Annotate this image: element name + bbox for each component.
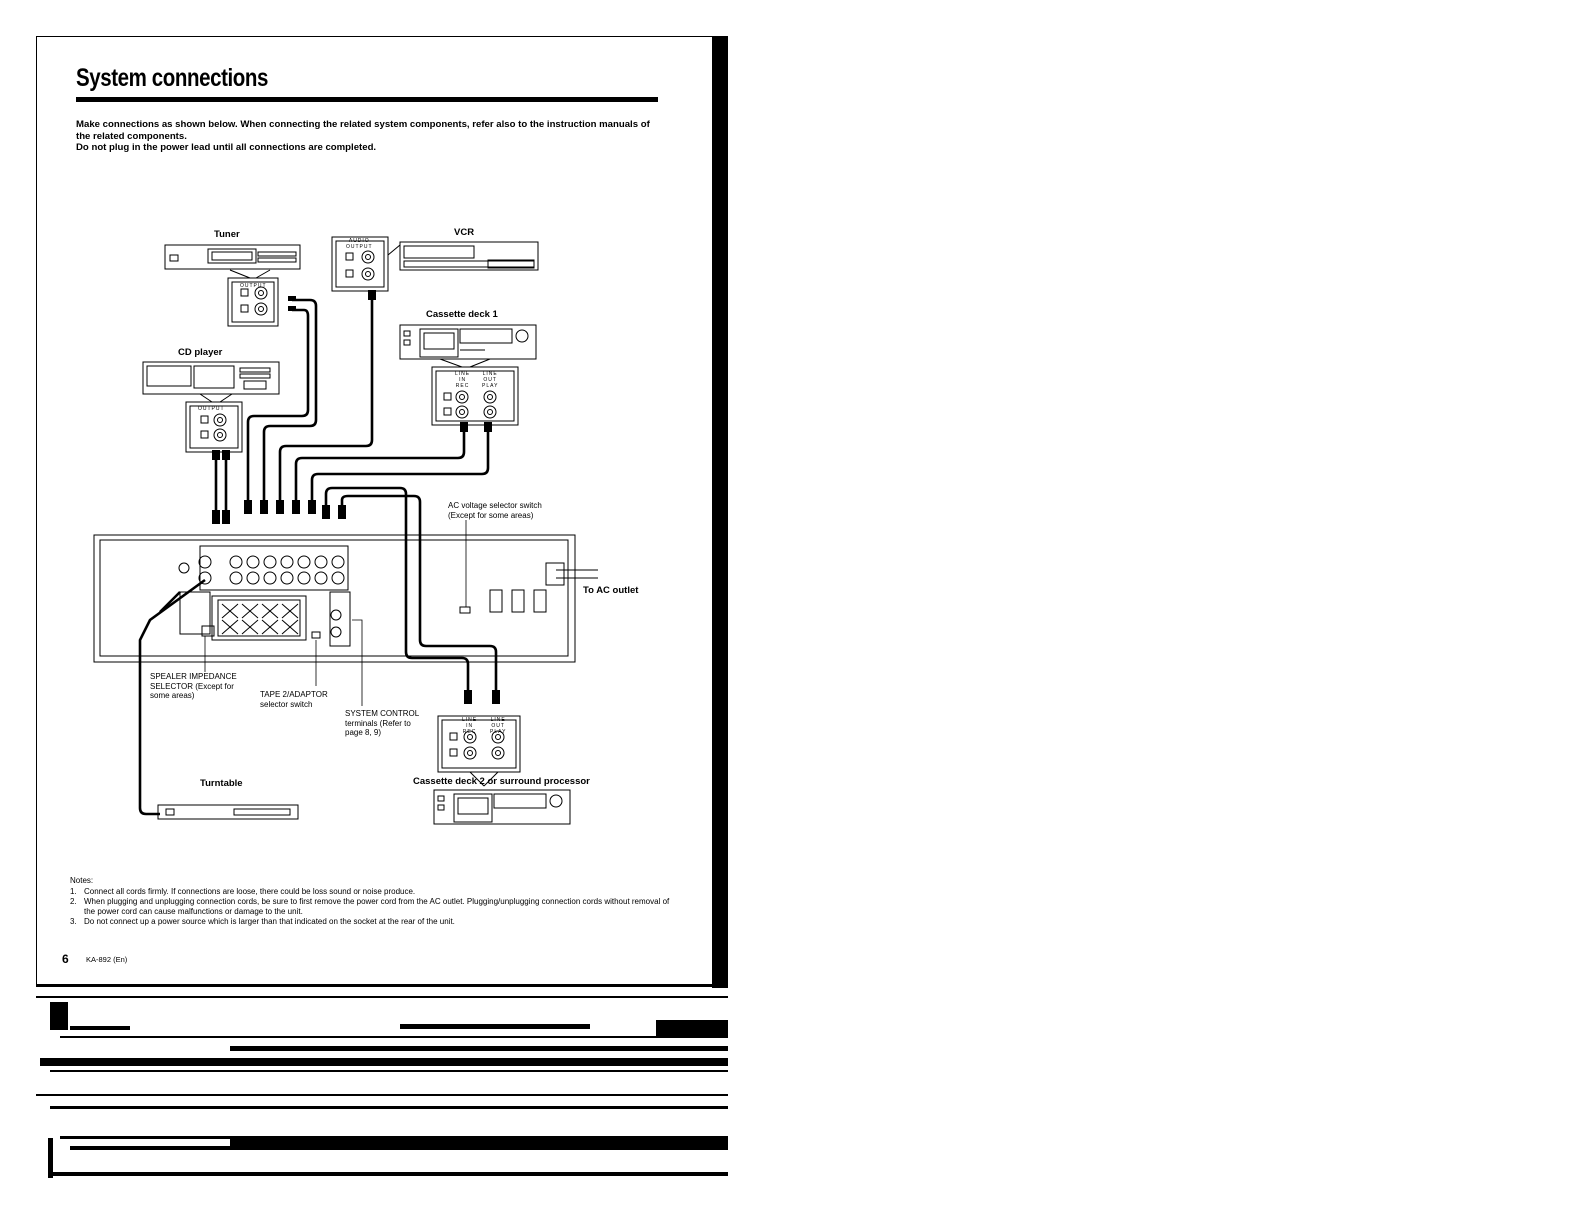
amplifier-rear-panel: [93, 534, 576, 663]
plugs: [212, 290, 500, 704]
connection-cables: [138, 298, 498, 816]
note-item: 1. Connect all cords firmly. If connecti…: [70, 887, 670, 897]
power-cord: [556, 569, 598, 579]
tuner-label: Tuner: [214, 229, 240, 240]
cassette-1-line-out-text: LINE OUT PLAY: [482, 371, 499, 389]
note-item: 2. When plugging and unplugging connecti…: [70, 897, 670, 917]
tuner-output-panel: [227, 269, 279, 327]
amp-input-jacks: [178, 555, 345, 585]
tape2-adaptor-callout: TAPE 2/ADAPTOR selector switch: [260, 690, 328, 709]
callout-leaders: [204, 520, 467, 706]
cassette-deck-2-label: Cassette deck 2 or surround processor: [413, 776, 590, 787]
intro-line-1: Make connections as shown below. When co…: [76, 119, 650, 142]
intro-text: Make connections as shown below. When co…: [76, 119, 666, 154]
cassette-deck-1-line-panel: [431, 358, 519, 426]
note-text: When plugging and unplugging connection …: [84, 897, 670, 916]
intro-line-2: Do not plug in the power lead until all …: [76, 142, 377, 153]
turntable-unit: [157, 804, 299, 820]
note-number: 2.: [70, 897, 77, 906]
cassette-2-line-in-text: LINE IN REC: [462, 717, 478, 735]
speaker-selector-callout: SPEALER IMPEDANCE SELECTOR (Except for s…: [150, 672, 237, 700]
vcr-unit: [399, 241, 539, 271]
note-number: 1.: [70, 887, 77, 896]
system-control-callout: SYSTEM CONTROL terminals (Refer to page …: [345, 709, 420, 737]
page-title: System connections: [76, 64, 268, 92]
note-number: 3.: [70, 917, 77, 926]
cd-player-label: CD player: [178, 347, 223, 358]
model-code: KA-892 (En): [86, 955, 128, 964]
notes-heading: Notes:: [70, 876, 94, 885]
cd-output-text: OUTPUT: [198, 406, 225, 412]
cassette-deck-1-unit: [399, 324, 537, 360]
to-ac-outlet-label: To AC outlet: [583, 585, 639, 596]
speaker-terminals: [221, 603, 299, 635]
cassette-deck-2-unit: [433, 789, 571, 825]
cd-output-panel: [185, 393, 243, 453]
page-edge-bar: [712, 36, 728, 988]
note-text: Connect all cords firmly. If connections…: [84, 887, 416, 896]
cassette-1-line-in-text: LINE IN REC: [455, 371, 471, 389]
note-item: 3. Do not connect up a power source whic…: [70, 917, 670, 927]
cd-player-unit: [142, 361, 280, 395]
page-number: 6: [62, 952, 69, 966]
cassette-deck-1-label: Cassette deck 1: [426, 309, 498, 320]
ac-selector-callout: AC voltage selector switch (Except for s…: [448, 501, 542, 520]
vcr-label: VCR: [454, 227, 475, 238]
page-frame: [36, 36, 727, 987]
notes-section: Notes: 1. Connect all cords firmly. If c…: [70, 876, 670, 927]
vcr-audio-output-panel: [331, 236, 401, 292]
cassette-deck-2-line-panel: [437, 715, 521, 787]
tuner-output-text: OUTPUT: [240, 283, 267, 289]
cassette-2-line-out-text: LINE OUT PLAY: [490, 717, 507, 735]
note-text: Do not connect up a power source which i…: [84, 917, 455, 926]
turntable-label: Turntable: [200, 778, 243, 789]
tuner-unit: [164, 244, 301, 270]
title-rule: [76, 97, 658, 102]
vcr-audio-output-text: AUDIO OUTPUT: [346, 238, 373, 250]
